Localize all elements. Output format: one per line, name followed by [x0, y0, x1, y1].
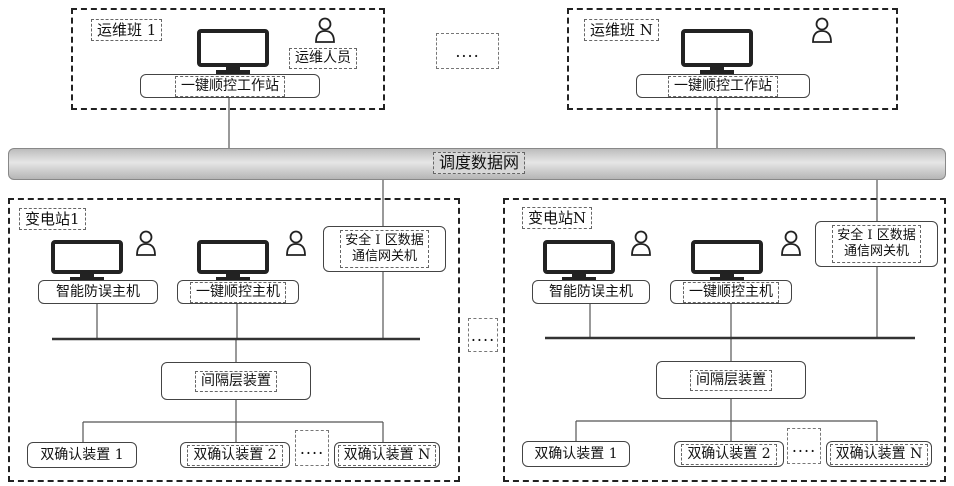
ops-team-n-title: 运维班 N: [584, 19, 659, 41]
device-label: 双确认装置 N: [337, 444, 437, 466]
gateway-label-line-2: 通信网关机: [843, 244, 909, 259]
device-label: 双确认装置 1: [34, 444, 130, 466]
person-icon: [781, 230, 801, 256]
monitor-icon: [51, 240, 123, 281]
monitor-icon: [543, 240, 615, 281]
sequence-control-host-n: 一键顺控主机: [670, 280, 792, 304]
substation-n-panel: [503, 198, 946, 482]
sequence-control-workstation-1: 一键顺控工作站: [140, 74, 320, 98]
sequence-control-host-label: 一键顺控主机: [683, 281, 779, 303]
substation-1-panel: [8, 198, 460, 482]
person-icon: [812, 17, 832, 43]
double-confirm-device-n-n: 双确认装置 N: [826, 441, 932, 467]
substation-n-title: 变电站N: [522, 207, 593, 229]
anti-misoperation-host-n: 智能防误主机: [532, 280, 650, 304]
anti-misoperation-host-1: 智能防误主机: [38, 280, 158, 304]
ops-team-1-panel: [71, 8, 385, 110]
double-confirm-device-n-2: 双确认装置 2: [674, 441, 784, 467]
device-ellipsis: ....: [787, 428, 821, 464]
gateway-label: 安全 I 区数据 通信网关机: [340, 230, 429, 268]
device-label: 双确认装置 N: [829, 443, 929, 465]
security-zone-gateway-n: 安全 I 区数据 通信网关机: [815, 221, 938, 267]
double-confirm-device-n-1: 双确认装置 1: [522, 441, 630, 467]
ops-team-1-title: 运维班 1: [91, 19, 163, 41]
double-confirm-device-1-2: 双确认装置 2: [180, 442, 290, 468]
substation-ellipsis: ....: [468, 318, 498, 352]
person-icon: [286, 230, 306, 256]
ops-team-ellipsis: ....: [436, 33, 499, 69]
anti-misoperation-host-label: 智能防误主机: [50, 281, 146, 303]
double-confirm-device-1-1: 双确认装置 1: [27, 442, 137, 468]
gateway-label-line-1: 安全 I 区数据: [345, 233, 424, 248]
bay-layer-device-label: 间隔层装置: [195, 370, 277, 392]
sequence-control-workstation-n: 一键顺控工作站: [636, 74, 810, 98]
monitor-icon: [197, 240, 269, 281]
bay-layer-device-n: 间隔层装置: [656, 361, 806, 399]
sequence-control-host-1: 一键顺控主机: [177, 280, 299, 304]
person-icon: [631, 230, 651, 256]
ops-personnel-label: 运维人员: [289, 48, 357, 69]
bay-layer-device-label: 间隔层装置: [690, 369, 772, 391]
device-label: 双确认装置 2: [187, 444, 283, 466]
dispatch-data-network-label: 调度数据网: [433, 152, 526, 174]
workstation-label: 一键顺控工作站: [175, 75, 285, 97]
person-icon: [136, 230, 156, 256]
monitor-icon: [691, 240, 763, 281]
double-confirm-device-1-n: 双确认装置 N: [334, 442, 440, 468]
device-ellipsis: ....: [295, 430, 329, 466]
gateway-label: 安全 I 区数据 通信网关机: [832, 225, 921, 263]
gateway-label-line-2: 通信网关机: [351, 249, 417, 264]
device-label: 双确认装置 1: [528, 443, 624, 465]
gateway-label-line-1: 安全 I 区数据: [837, 228, 916, 243]
workstation-label: 一键顺控工作站: [668, 75, 778, 97]
security-zone-gateway-1: 安全 I 区数据 通信网关机: [323, 226, 446, 272]
device-label: 双确认装置 2: [681, 443, 777, 465]
sequence-control-host-label: 一键顺控主机: [190, 281, 286, 303]
person-icon: [315, 17, 335, 43]
monitor-icon: [197, 29, 269, 74]
anti-misoperation-host-label: 智能防误主机: [543, 281, 639, 303]
ops-team-n-panel: [567, 8, 898, 110]
bay-layer-device-1: 间隔层装置: [161, 362, 311, 400]
substation-1-title: 变电站1: [19, 208, 86, 230]
monitor-icon: [681, 29, 753, 74]
